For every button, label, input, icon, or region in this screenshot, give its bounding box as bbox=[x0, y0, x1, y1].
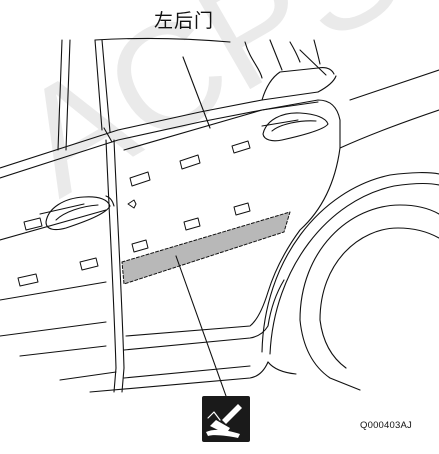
door-callout-label: 左后门 bbox=[153, 10, 214, 32]
rocker-panel bbox=[89, 361, 269, 393]
callout-leader-door bbox=[182, 56, 211, 129]
molding-area bbox=[121, 211, 291, 285]
molding-clips bbox=[17, 140, 251, 287]
rear-door-handle bbox=[261, 112, 329, 142]
image-code: Q000403AJ bbox=[360, 420, 412, 431]
door-seam bbox=[105, 139, 125, 393]
window-frame bbox=[57, 37, 327, 151]
rear-door-outline bbox=[123, 99, 341, 351]
wheel bbox=[299, 204, 439, 391]
front-door-handle bbox=[39, 195, 115, 231]
belt-line bbox=[0, 67, 337, 179]
glue-brush-icon bbox=[202, 396, 250, 442]
front-door-lines bbox=[0, 209, 117, 381]
wheel-arch bbox=[261, 69, 439, 375]
callout-leader-molding bbox=[175, 255, 227, 397]
